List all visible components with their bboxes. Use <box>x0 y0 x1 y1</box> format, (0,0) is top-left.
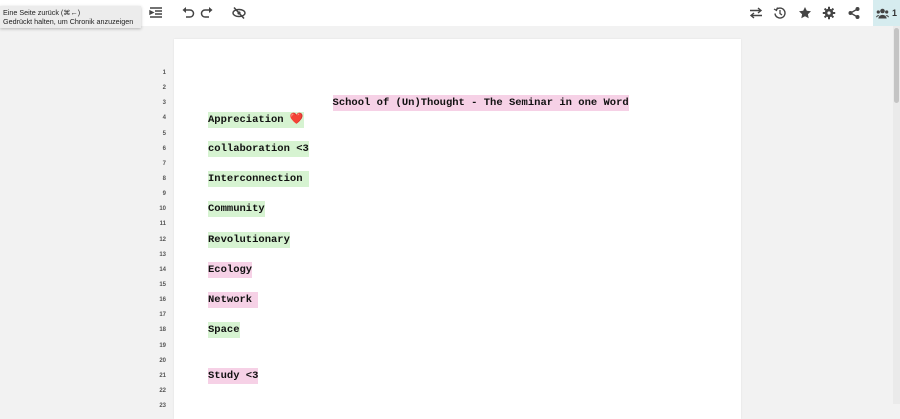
line-number: 12 <box>159 236 166 243</box>
doc-line: Study <3 <box>208 367 708 384</box>
blank-line <box>208 217 708 232</box>
toolbar: 1 <box>0 0 900 26</box>
users-count: 1 <box>891 8 897 18</box>
vertical-scrollbar[interactable] <box>893 26 900 404</box>
redo-icon[interactable] <box>199 5 215 21</box>
line-number: 4 <box>162 115 166 122</box>
line-number: 11 <box>159 221 166 228</box>
blank-line <box>208 278 708 293</box>
doc-line: Community <box>208 201 708 218</box>
history-icon[interactable] <box>772 5 788 21</box>
line-revolutionary: Revolutionary <box>208 231 290 248</box>
line-collaboration: collaboration <3 <box>208 140 309 157</box>
undo-icon[interactable] <box>180 5 196 21</box>
blank-line <box>208 96 708 111</box>
hide-highlight-icon[interactable] <box>231 5 247 21</box>
line-number: 2 <box>162 85 166 92</box>
line-number: 9 <box>162 191 166 198</box>
document-title: School of (Un)Thought - The Seminar in o… <box>332 95 629 112</box>
line-number: 19 <box>159 342 166 349</box>
line-number: 15 <box>159 281 166 288</box>
doc-line: Appreciation ❤️ <box>208 111 708 129</box>
line-network: Network <box>208 292 259 309</box>
users-icon <box>875 8 889 18</box>
blank-line <box>208 127 708 142</box>
doc-line: Space <box>208 322 708 339</box>
star-icon[interactable] <box>797 5 813 21</box>
line-number: 23 <box>159 403 166 410</box>
line-number: 3 <box>162 100 166 107</box>
line-number: 10 <box>159 206 166 213</box>
doc-line: Network <box>208 292 708 309</box>
line-number: 22 <box>159 387 166 394</box>
doc-line: Ecology <box>208 261 708 278</box>
outline-icon[interactable] <box>148 5 164 21</box>
import-export-icon[interactable] <box>748 5 764 21</box>
back-tooltip: Eine Seite zurück (⌘←) Gedrückt halten, … <box>0 6 141 28</box>
line-interconnection: Interconnection <box>208 170 309 187</box>
line-appreciation: Appreciation ❤️ <box>208 112 304 129</box>
line-number: 6 <box>162 145 166 152</box>
doc-line: Interconnection <box>208 170 708 187</box>
blank-line <box>208 308 708 323</box>
blank-line <box>208 248 708 263</box>
blank-line <box>208 354 708 369</box>
blank-line <box>208 339 708 354</box>
line-number: 8 <box>162 175 166 182</box>
tooltip-line-1: Eine Seite zurück (⌘←) <box>3 8 81 17</box>
blank-line <box>208 157 708 172</box>
document-body[interactable]: School of (Un)Thought - The Seminar in o… <box>208 66 708 399</box>
line-number: 13 <box>159 251 166 258</box>
line-number: 18 <box>159 327 166 334</box>
blank-line <box>208 384 708 399</box>
users-button[interactable]: 1 <box>873 0 900 26</box>
blank-line <box>208 66 708 81</box>
doc-line: Revolutionary <box>208 231 708 248</box>
line-space: Space <box>208 322 240 339</box>
line-number: 16 <box>159 297 166 304</box>
gear-icon[interactable] <box>821 5 837 21</box>
line-number: 20 <box>159 357 166 364</box>
share-icon[interactable] <box>846 5 862 21</box>
line-number: 21 <box>159 372 166 379</box>
line-number: 14 <box>159 266 166 273</box>
line-number: 7 <box>162 160 166 167</box>
line-study: Study <3 <box>208 367 259 384</box>
line-ecology: Ecology <box>208 261 253 278</box>
tooltip-line-2: Gedrückt halten, um Chronik anzuzeigen <box>3 17 134 26</box>
line-number: 5 <box>162 130 166 137</box>
doc-line: collaboration <3 <box>208 140 708 157</box>
line-number: 17 <box>159 312 166 319</box>
line-number: 1 <box>162 70 166 76</box>
scrollbar-thumb[interactable] <box>894 28 899 103</box>
line-community: Community <box>208 201 265 218</box>
heart-emoji: ❤️ <box>289 112 304 126</box>
document-title-line: School of (Un)Thought - The Seminar in o… <box>207 81 729 112</box>
blank-line <box>208 187 708 202</box>
